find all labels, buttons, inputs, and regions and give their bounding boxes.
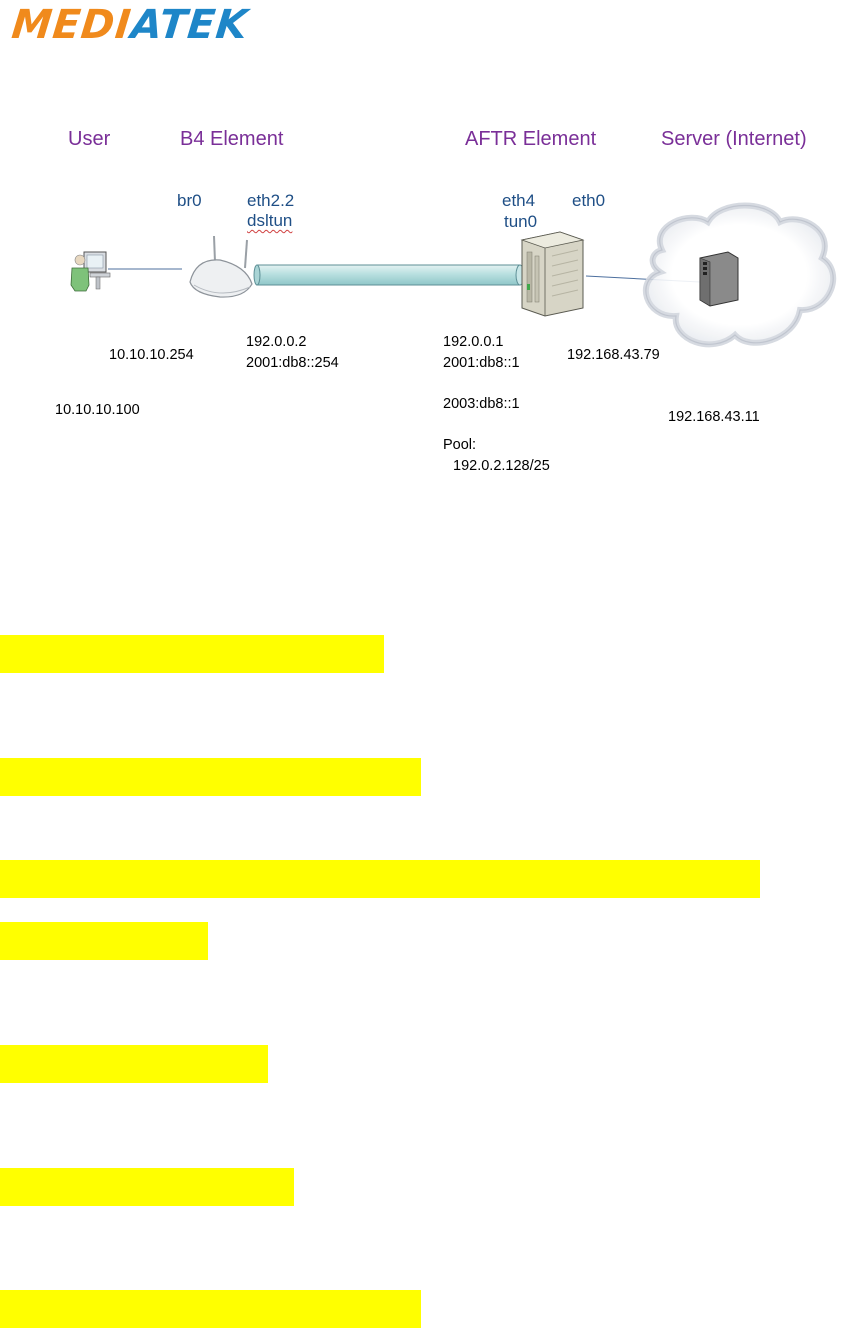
- b4-ipv6-address: 2001:db8::254: [246, 353, 339, 373]
- highlight-bar-7: [0, 1290, 421, 1328]
- internet-server-icon: [700, 252, 738, 306]
- highlight-bar-6: [0, 1168, 294, 1206]
- br0-ip-address: 10.10.10.254: [109, 345, 194, 365]
- b4-router-icon: [190, 236, 252, 297]
- aftr-server-icon: [522, 232, 583, 316]
- pool-label: Pool:: [443, 435, 476, 455]
- user-computer-icon: [71, 252, 110, 291]
- b4-ipv4-address: 192.0.0.2: [246, 332, 306, 352]
- pool-value: 192.0.2.128/25: [453, 456, 550, 476]
- server-ip-address: 192.168.43.11: [668, 407, 760, 427]
- user-ip-address: 10.10.10.100: [55, 400, 140, 420]
- aftr-ipv4-address: 192.0.0.1: [443, 332, 503, 352]
- aftr-eth0-ip-address: 192.168.43.79: [567, 345, 660, 365]
- ds-lite-tunnel: [254, 265, 524, 285]
- aftr-ipv6-address-2: 2003:db8::1: [443, 394, 520, 414]
- highlight-bar-1: [0, 635, 384, 673]
- internet-cloud-icon: [646, 206, 833, 345]
- highlight-bar-2: [0, 758, 421, 796]
- highlight-bar-3: [0, 860, 760, 898]
- highlight-bar-4: [0, 922, 208, 960]
- aftr-ipv6-address: 2001:db8::1: [443, 353, 520, 373]
- highlight-bar-5: [0, 1045, 268, 1083]
